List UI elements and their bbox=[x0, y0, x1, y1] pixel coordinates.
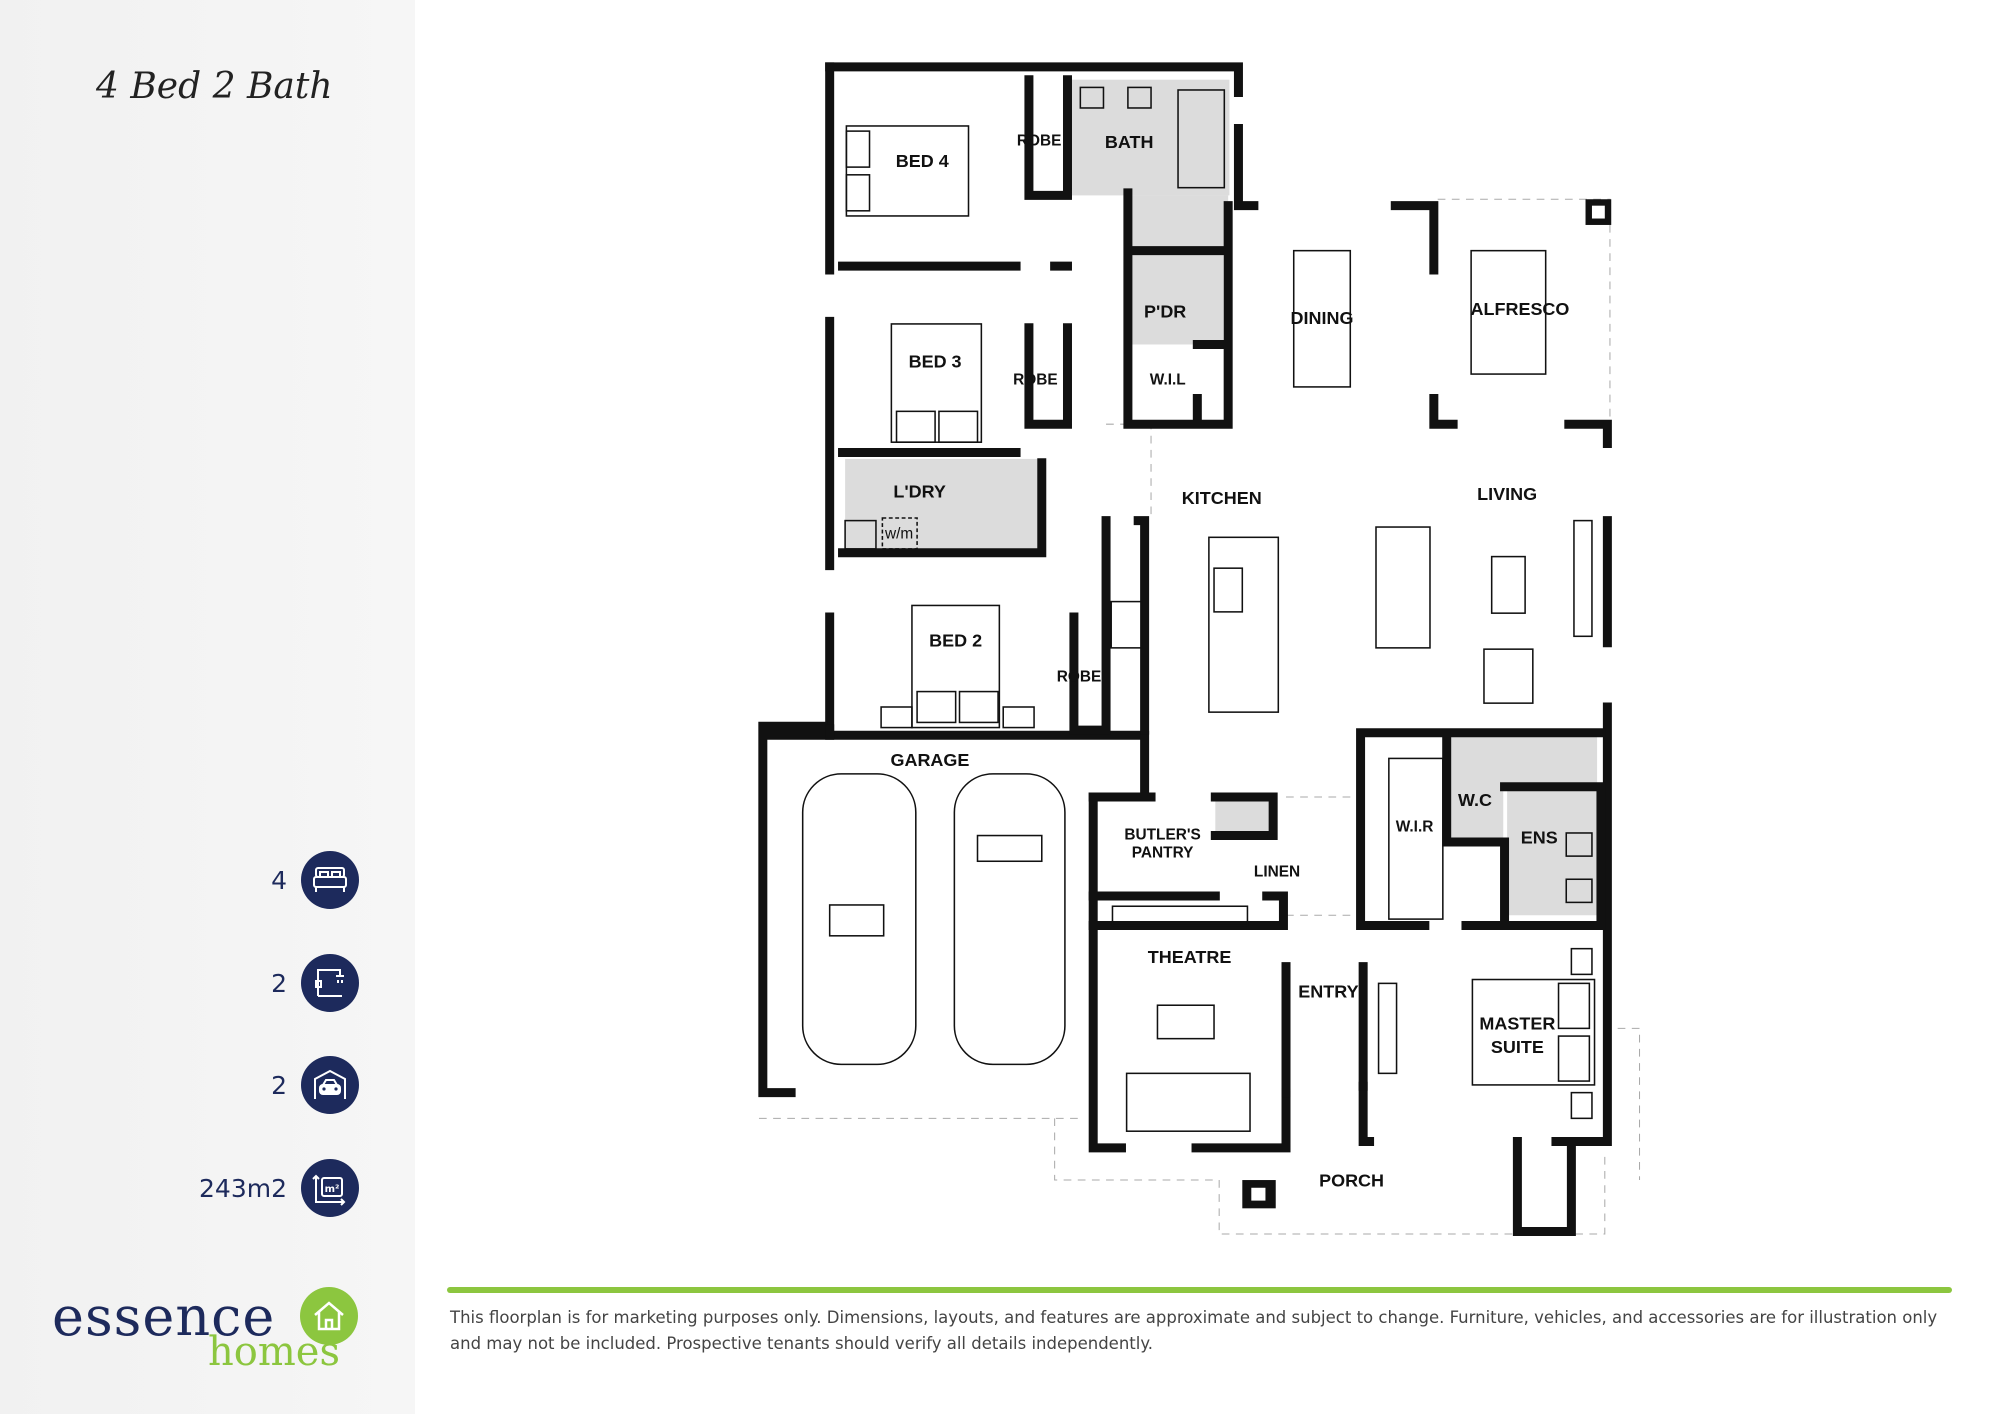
shower-icon bbox=[301, 954, 359, 1012]
label-pantry: PANTRY bbox=[1132, 844, 1194, 861]
label-robe-bed3: ROBE bbox=[1013, 371, 1058, 388]
stat-bedrooms: 4 bbox=[271, 851, 359, 909]
label-dining: DINING bbox=[1291, 308, 1354, 328]
area-m2-icon: m² bbox=[301, 1159, 359, 1217]
label-wil: W.I.L bbox=[1150, 371, 1186, 388]
essence-homes-logo: essence homes bbox=[52, 1285, 372, 1385]
label-theatre: THEATRE bbox=[1148, 947, 1232, 967]
label-suite: SUITE bbox=[1491, 1037, 1544, 1057]
stat-garage: 2 bbox=[271, 1056, 359, 1114]
walls bbox=[758, 62, 1612, 1236]
label-ensuite: ENS bbox=[1521, 827, 1558, 847]
label-bed2: BED 2 bbox=[929, 631, 982, 651]
garage-count: 2 bbox=[271, 1070, 287, 1100]
label-pdr: P'DR bbox=[1144, 302, 1186, 322]
label-bed4: BED 4 bbox=[896, 151, 949, 171]
bedrooms-count: 4 bbox=[271, 865, 287, 895]
label-laundry: L'DRY bbox=[893, 481, 946, 501]
furniture bbox=[801, 86, 1612, 1209]
bathrooms-count: 2 bbox=[271, 968, 287, 998]
logo-word-essence: essence bbox=[52, 1285, 276, 1348]
label-bath: BATH bbox=[1105, 132, 1154, 152]
label-alfresco: ALFRESCO bbox=[1471, 299, 1570, 319]
label-washing-machine: w/m bbox=[884, 526, 913, 543]
label-robe-bed2: ROBE bbox=[1057, 668, 1102, 685]
label-kitchen: KITCHEN bbox=[1182, 488, 1262, 508]
bed-icon bbox=[301, 851, 359, 909]
label-master: MASTER bbox=[1479, 1014, 1555, 1034]
label-butlers: BUTLER'S bbox=[1124, 826, 1200, 843]
label-robe-bed4: ROBE bbox=[1017, 132, 1062, 149]
label-linen: LINEN bbox=[1254, 864, 1300, 881]
listing-title: 4 Bed 2 Bath bbox=[96, 66, 333, 107]
stat-floor-area: 243m2 m² bbox=[199, 1159, 359, 1217]
label-living: LIVING bbox=[1477, 484, 1537, 504]
stat-bathrooms: 2 bbox=[271, 954, 359, 1012]
garage-car-icon bbox=[301, 1056, 359, 1114]
label-wc: W.C bbox=[1458, 790, 1492, 810]
room-labels: BED 4 ROBE BATH BED 3 ROBE P'DR W.I.L DI… bbox=[884, 132, 1569, 1191]
house-icon bbox=[300, 1287, 358, 1345]
floor-area-value: 243m2 bbox=[199, 1173, 287, 1203]
label-garage: GARAGE bbox=[890, 750, 969, 770]
label-entry: ENTRY bbox=[1298, 982, 1358, 1002]
label-porch: PORCH bbox=[1319, 1170, 1384, 1190]
green-divider bbox=[447, 1287, 1952, 1293]
sidebar: 4 Bed 2 Bath 4 2 2 243m2 m² essence home… bbox=[0, 0, 415, 1414]
label-bed3: BED 3 bbox=[909, 352, 962, 372]
svg-text:m²: m² bbox=[325, 1184, 340, 1195]
disclaimer-text: This floorplan is for marketing purposes… bbox=[450, 1308, 1938, 1353]
label-wir: W.I.R bbox=[1396, 819, 1434, 836]
